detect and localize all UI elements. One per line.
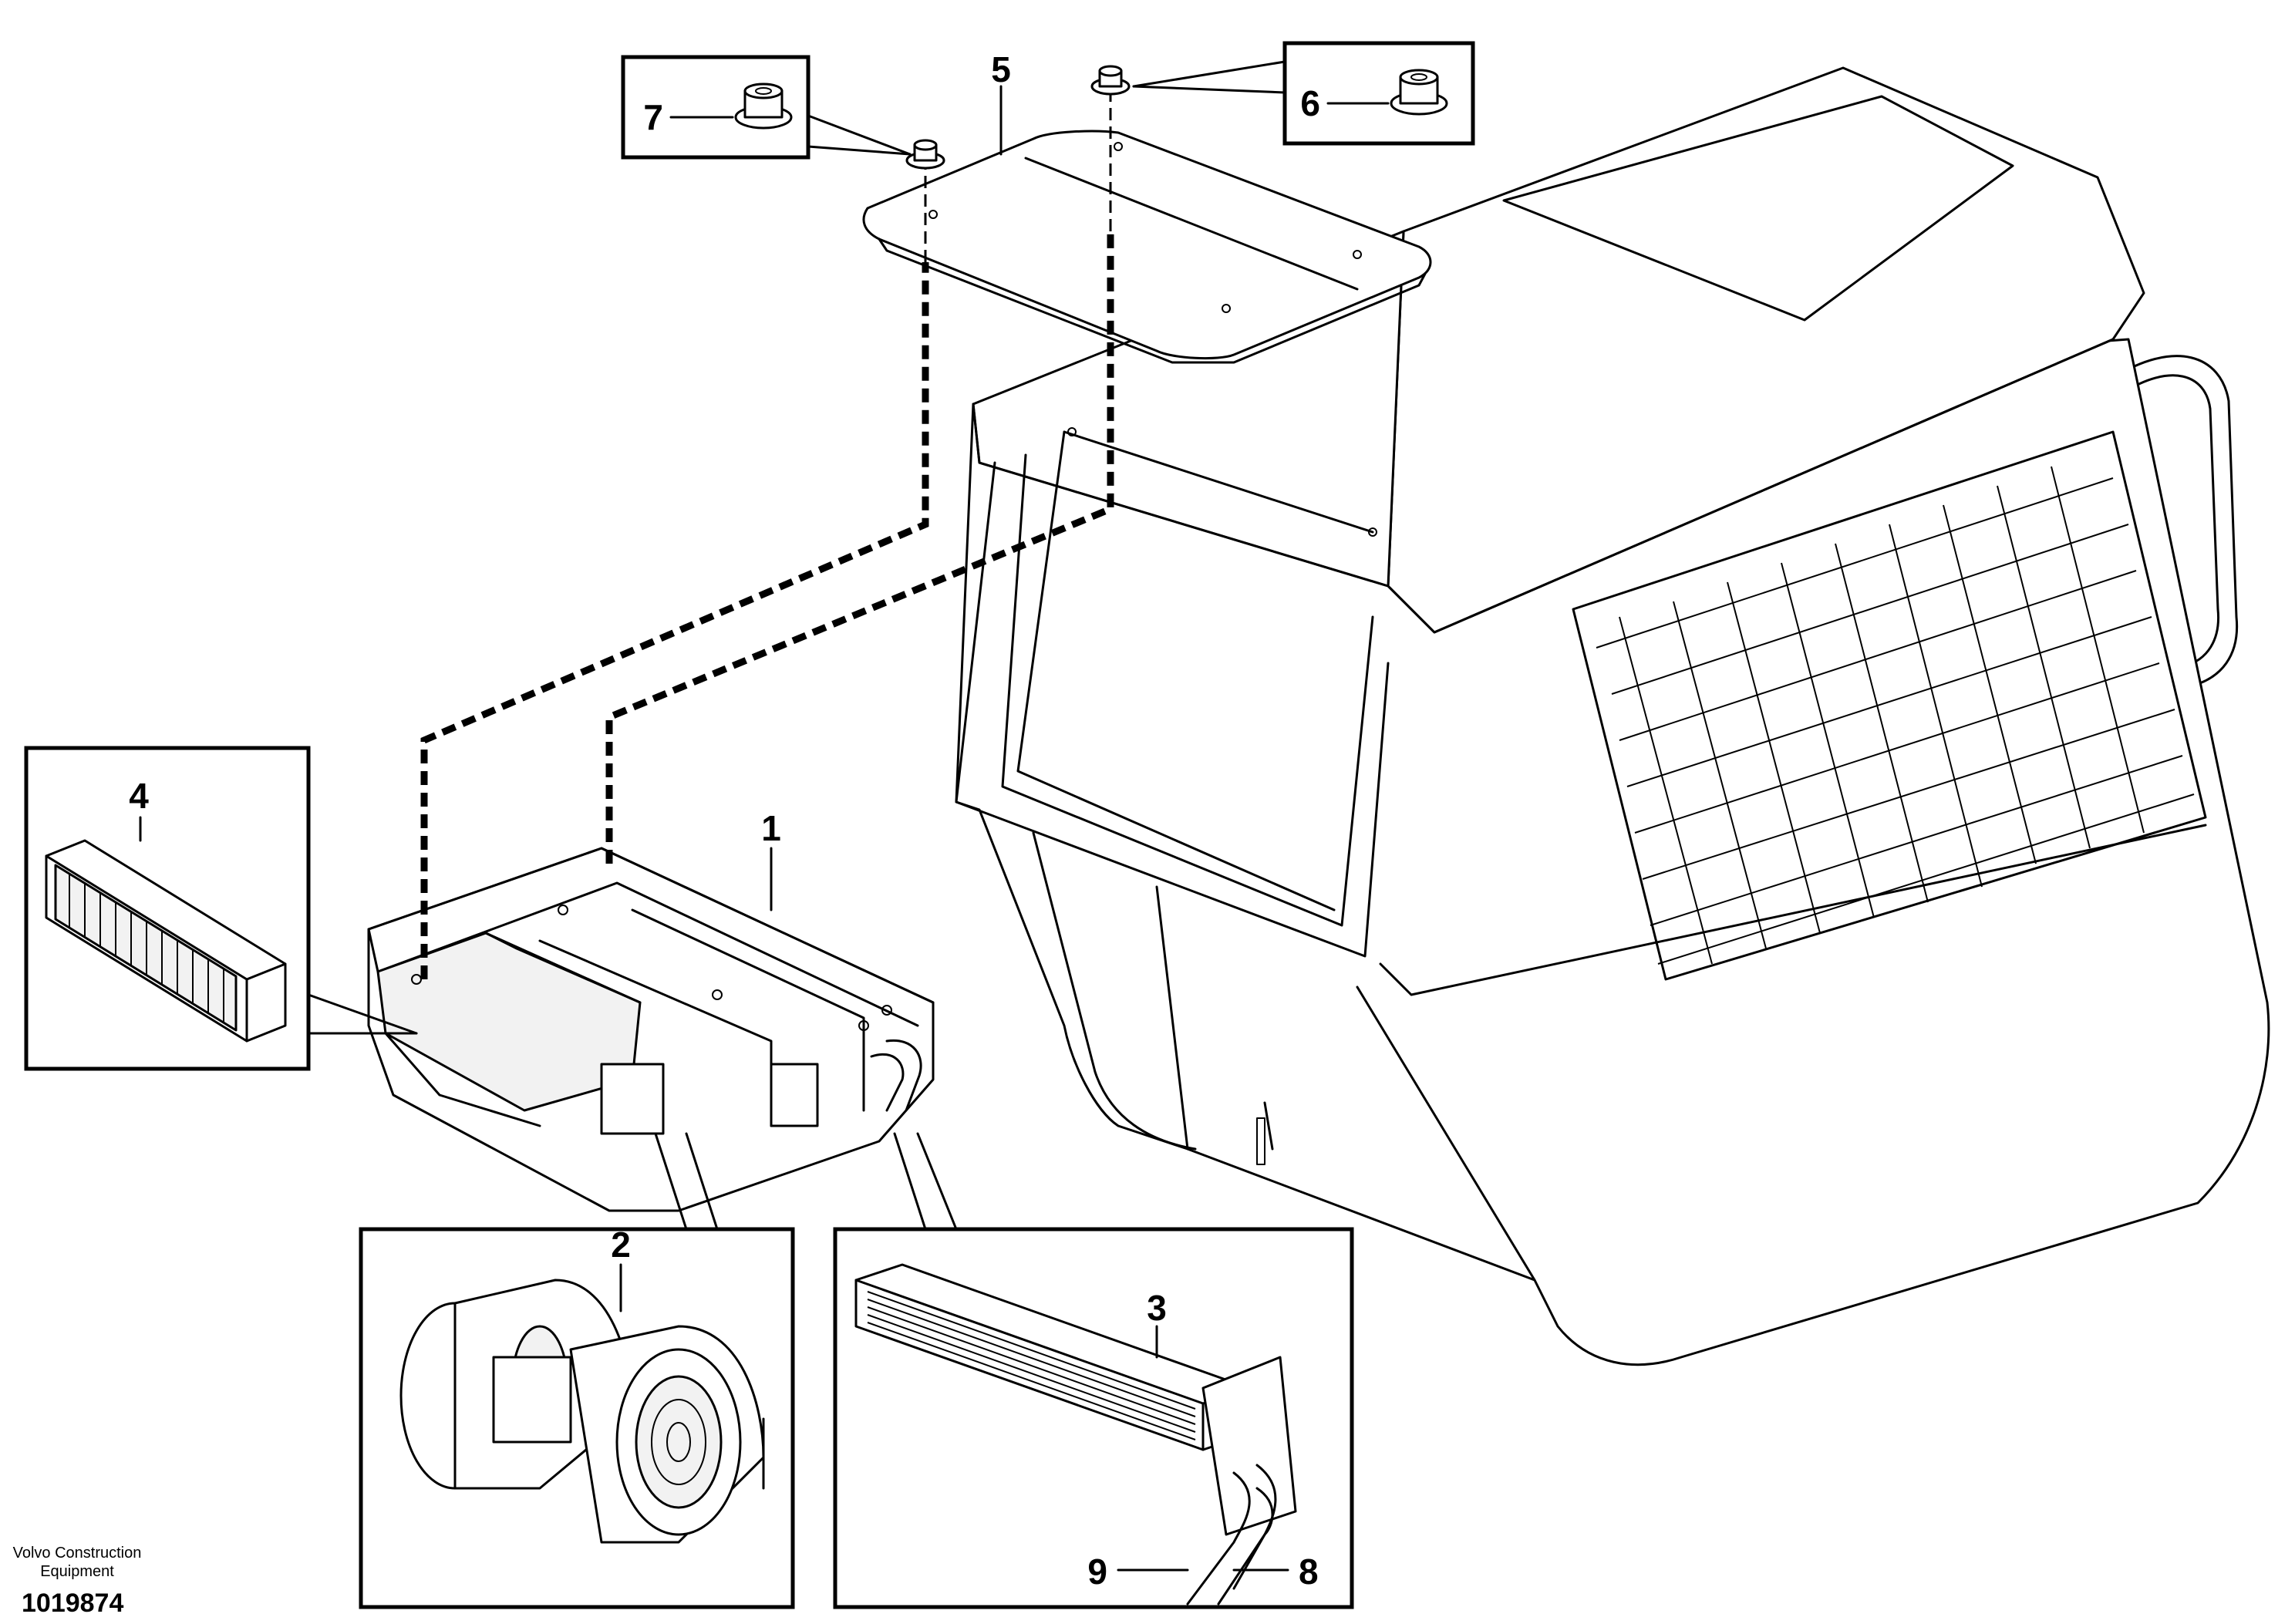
callout-label-4: 4 bbox=[129, 776, 149, 816]
callout-box-4: 4 bbox=[24, 746, 418, 1071]
cover-plate-illustration bbox=[862, 130, 1432, 364]
callout-label-3: 3 bbox=[1147, 1288, 1167, 1328]
callout-label-7: 7 bbox=[643, 97, 663, 137]
credit-line-1: Volvo Construction bbox=[13, 1545, 142, 1562]
callout-label-2: 2 bbox=[611, 1225, 631, 1265]
assembly-guide-lines bbox=[420, 89, 1114, 979]
callout-box-7: 7 bbox=[621, 55, 912, 160]
plate-nut-right bbox=[1090, 65, 1131, 96]
credit-line-2: Equipment bbox=[40, 1563, 114, 1580]
hvac-unit-illustration bbox=[367, 847, 935, 1212]
callout-box-2: 2 bbox=[359, 1132, 795, 1609]
callout-label-6: 6 bbox=[1300, 83, 1320, 123]
callout-box-6: 6 bbox=[1132, 41, 1475, 146]
callout-label-8: 8 bbox=[1299, 1552, 1319, 1592]
cab-illustration bbox=[955, 66, 2270, 1366]
callout-label-1: 1 bbox=[761, 808, 781, 848]
plate-nut-left bbox=[905, 139, 945, 170]
callout-label-5: 5 bbox=[991, 49, 1011, 89]
cab-side-grille bbox=[1572, 430, 2207, 981]
document-number: 1019874 bbox=[22, 1589, 123, 1618]
callout-box-3: 3 9 8 bbox=[833, 1132, 1354, 1609]
callout-label-9: 9 bbox=[1087, 1552, 1107, 1592]
